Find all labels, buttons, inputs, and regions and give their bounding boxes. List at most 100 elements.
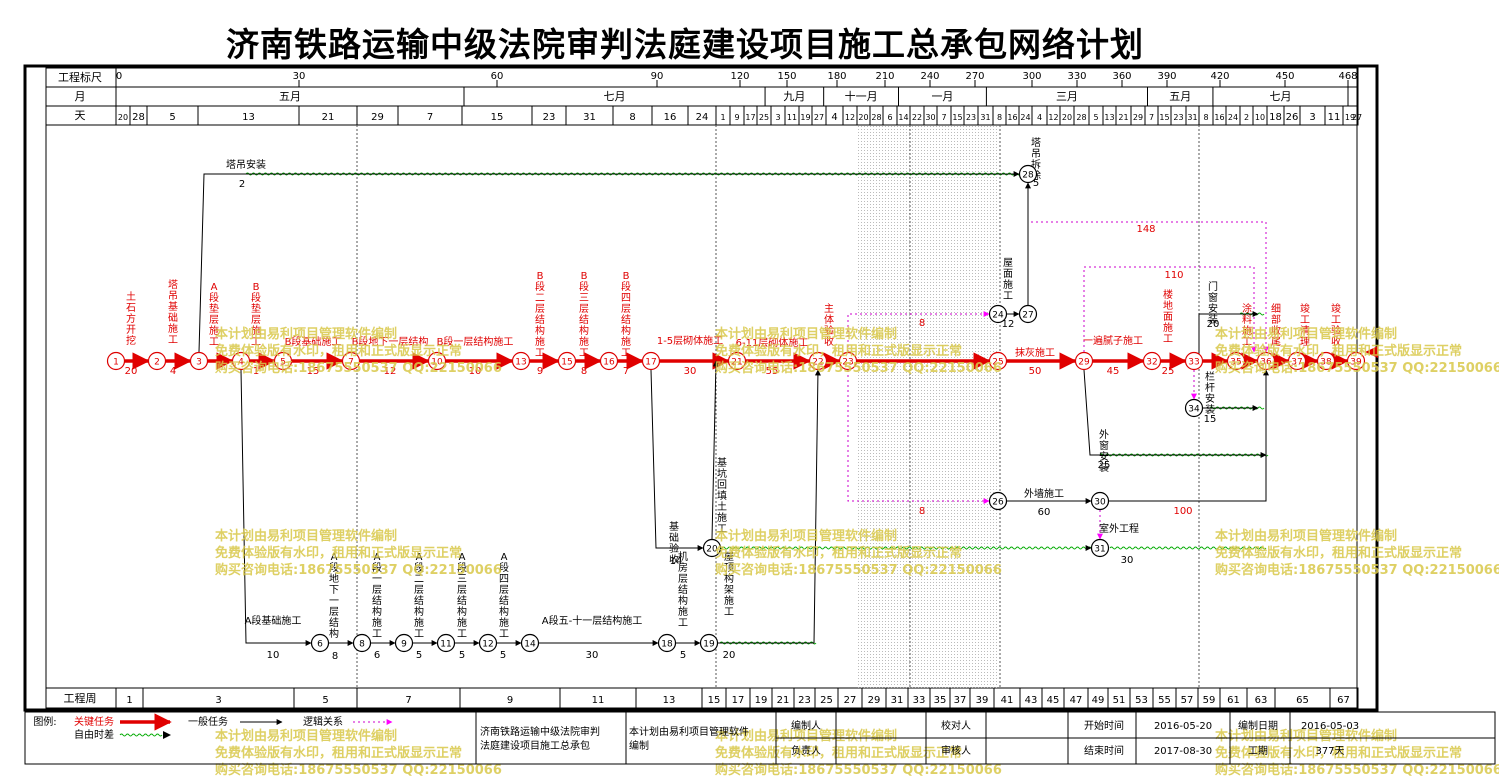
day-label: 5 xyxy=(169,112,175,123)
node-number: 32 xyxy=(1146,358,1157,368)
svg-text:工: 工 xyxy=(579,348,589,359)
week-label: 7 xyxy=(405,695,411,706)
week-label: 43 xyxy=(1025,695,1038,706)
free-float xyxy=(715,546,1095,550)
week-label: 65 xyxy=(1296,695,1309,706)
svg-text:层: 层 xyxy=(372,584,382,596)
svg-text:基: 基 xyxy=(717,456,727,469)
network-node: 5 xyxy=(273,351,293,371)
task-duration: 5 xyxy=(1033,178,1039,189)
svg-text:清: 清 xyxy=(1300,324,1310,337)
svg-text:本计划由易利项目管理软件编制: 本计划由易利项目管理软件编制 xyxy=(715,326,897,342)
node-number: 13 xyxy=(515,358,526,368)
legend-normal-label: 一般任务 xyxy=(188,715,228,728)
node-number: 10 xyxy=(431,358,443,368)
network-node: 26 xyxy=(988,491,1008,511)
network-node: 1 xyxy=(106,351,126,371)
week-label: 49 xyxy=(1092,695,1105,706)
network-node: 10 xyxy=(427,351,447,371)
scale-tick-label: 30 xyxy=(293,71,306,82)
network-node: 13 xyxy=(511,351,531,371)
svg-text:工: 工 xyxy=(499,629,509,640)
footer-duration-value: 377天 xyxy=(1315,746,1344,757)
network-node: 11 xyxy=(436,633,456,653)
watermark: 本计划由易利项目管理软件编制免费体验版有水印，租用和正式版显示正常购买咨询电话:… xyxy=(715,326,1002,376)
svg-text:层: 层 xyxy=(621,303,631,315)
day-label: 24 xyxy=(1020,113,1030,122)
day-label: 19 xyxy=(800,113,810,122)
svg-text:免费体验版有水印，租用和正式版显示正常: 免费体验版有水印，租用和正式版显示正常 xyxy=(215,343,462,359)
watermark: 本计划由易利项目管理软件编制免费体验版有水印，租用和正式版显示正常购买咨询电话:… xyxy=(715,728,1002,777)
svg-text:坑: 坑 xyxy=(717,467,727,480)
normal-arrow xyxy=(198,171,1020,353)
day-label: 21 xyxy=(322,112,335,123)
svg-text:四: 四 xyxy=(499,574,509,585)
node-number: 39 xyxy=(1350,358,1362,368)
svg-text:收: 收 xyxy=(669,553,679,566)
svg-text:一: 一 xyxy=(372,574,382,585)
svg-text:段: 段 xyxy=(621,280,631,293)
node-number: 12 xyxy=(482,640,493,650)
svg-text:段: 段 xyxy=(209,291,219,304)
scale-tick-label: 330 xyxy=(1067,71,1086,82)
svg-text:栏: 栏 xyxy=(1205,370,1215,383)
svg-text:层: 层 xyxy=(329,606,339,618)
day-label: 20 xyxy=(858,113,868,122)
svg-text:构: 构 xyxy=(414,605,424,618)
task-label: B段一层结构施工 xyxy=(437,335,514,348)
task-duration: 45 xyxy=(1107,366,1120,377)
svg-text:细: 细 xyxy=(1271,302,1281,315)
task-duration: 20 xyxy=(723,650,736,661)
free-float xyxy=(119,733,163,737)
end-arrowhead xyxy=(1365,346,1378,358)
day-label: 24 xyxy=(696,112,709,123)
day-label: 29 xyxy=(371,112,384,123)
day-label: 7 xyxy=(1149,113,1154,122)
watermark: 本计划由易利项目管理软件编制免费体验版有水印，租用和正式版显示正常购买咨询电话:… xyxy=(1215,528,1499,578)
svg-text:涂: 涂 xyxy=(1242,302,1252,315)
svg-text:施: 施 xyxy=(251,324,261,337)
day-label: 16 xyxy=(1214,113,1224,122)
svg-text:结: 结 xyxy=(414,594,424,607)
node-number: 26 xyxy=(992,498,1004,508)
svg-text:理: 理 xyxy=(1300,336,1310,348)
day-label: 11 xyxy=(1328,112,1341,123)
month-label: 五月 xyxy=(279,90,301,103)
svg-text:工: 工 xyxy=(372,629,382,640)
task-duration: 4 xyxy=(170,366,176,377)
scale-tick-label: 390 xyxy=(1157,71,1176,82)
svg-text:免费体验版有水印，租用和正式版显示正常: 免费体验版有水印，租用和正式版显示正常 xyxy=(715,545,962,561)
svg-text:拆: 拆 xyxy=(1031,158,1041,171)
svg-text:三: 三 xyxy=(457,574,467,585)
svg-text:门: 门 xyxy=(1208,280,1218,293)
network-node: 24 xyxy=(988,304,1008,324)
node-number: 19 xyxy=(703,640,715,650)
svg-text:本计划由易利项目管理软件编制: 本计划由易利项目管理软件编制 xyxy=(1215,728,1397,744)
node-number: 34 xyxy=(1188,405,1200,415)
svg-text:方: 方 xyxy=(126,312,136,325)
network-node: 25 xyxy=(988,351,1008,371)
svg-text:验: 验 xyxy=(669,542,679,555)
svg-text:施: 施 xyxy=(168,322,178,335)
task-duration: 25 xyxy=(1162,366,1175,377)
page-title: 济南铁路运输中级法院审判法庭建设项目施工总承包网络计划 xyxy=(226,25,1144,64)
footer-end-value: 2017-08-30 xyxy=(1154,746,1212,757)
svg-text:工: 工 xyxy=(724,607,734,618)
svg-text:屋: 屋 xyxy=(724,551,734,563)
legend-title: 图例: xyxy=(33,715,56,728)
day-label: 31 xyxy=(583,112,596,123)
task-duration: 5 xyxy=(459,650,465,661)
svg-text:工: 工 xyxy=(251,337,261,348)
day-label: 7 xyxy=(427,112,433,123)
task-duration: 8 xyxy=(581,366,587,377)
svg-text:垫: 垫 xyxy=(251,302,261,315)
svg-text:填: 填 xyxy=(717,489,727,502)
node-number: 30 xyxy=(1094,498,1106,508)
